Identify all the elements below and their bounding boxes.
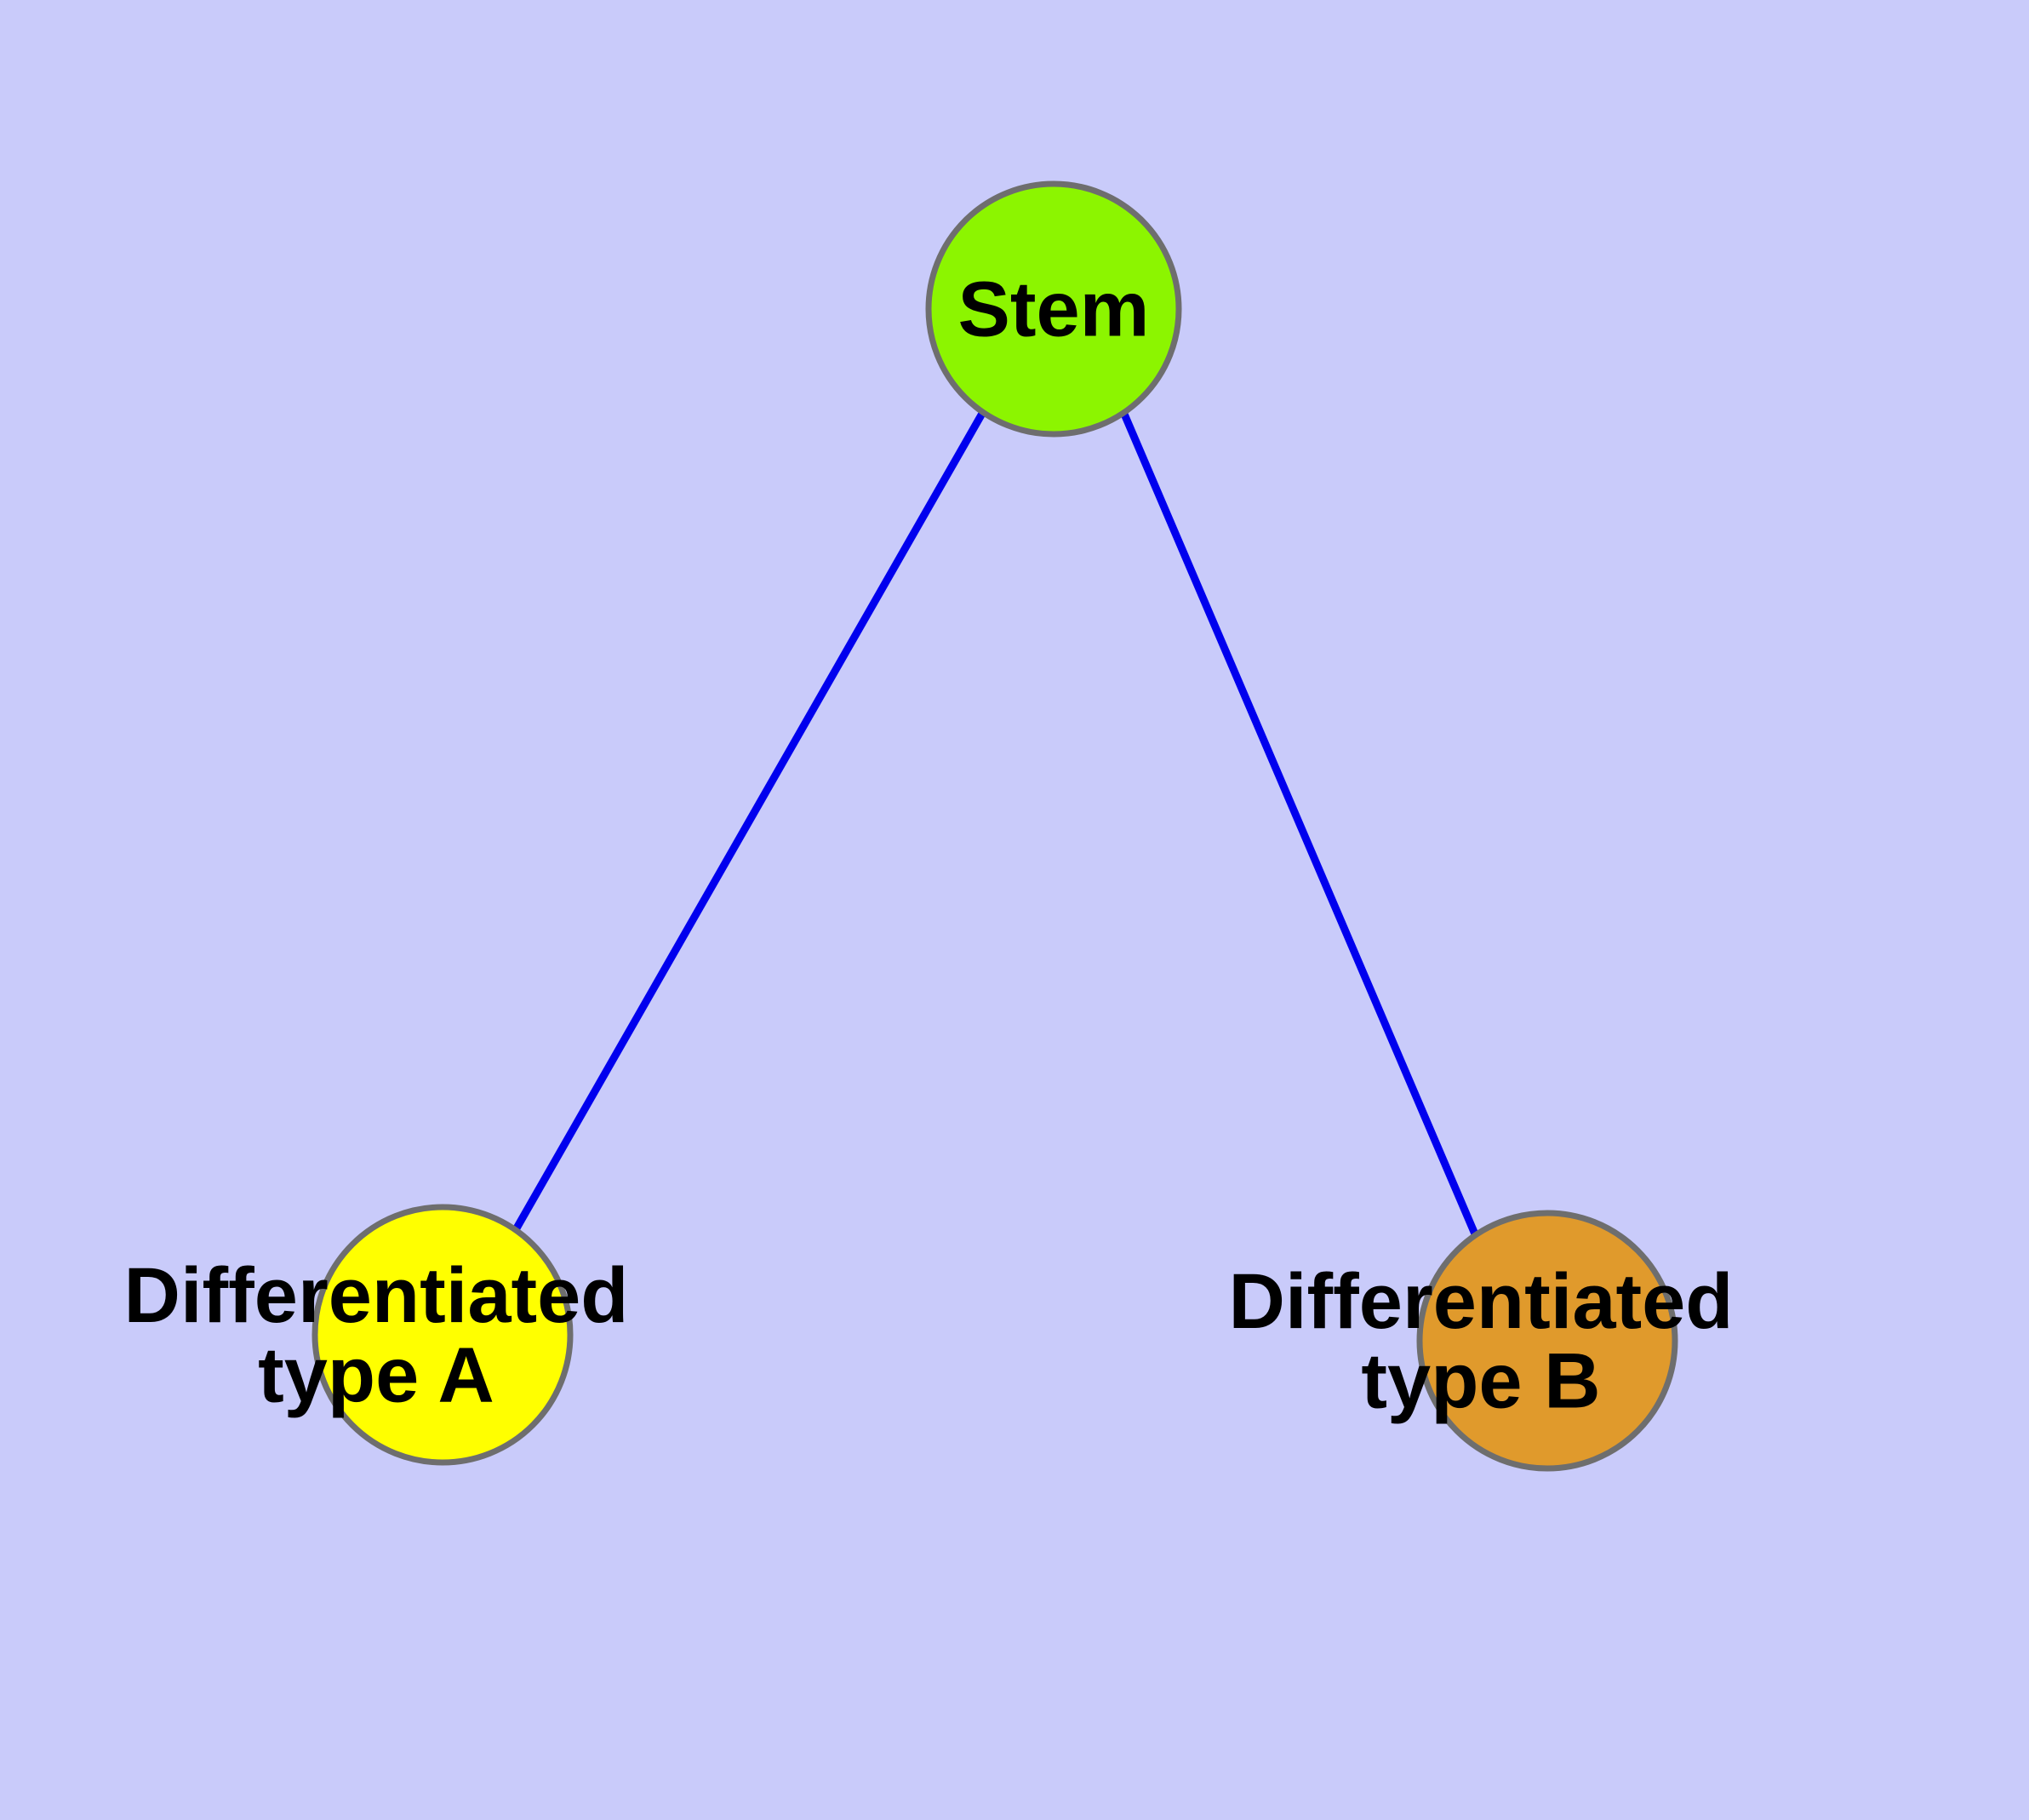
node-label-line: Stem	[958, 266, 1150, 353]
node-circle[interactable]	[311, 1204, 574, 1466]
graph-edge[interactable]	[1119, 410, 1480, 1238]
node-label-line: Differentiated	[1229, 1258, 1734, 1345]
node-label-line: Differentiated	[124, 1252, 629, 1339]
node-label: Stem	[958, 266, 1150, 353]
graph-node[interactable]: Stem	[925, 180, 1182, 438]
node-label-line: type B	[1361, 1338, 1600, 1425]
node-circle[interactable]	[1416, 1210, 1678, 1472]
node-circle[interactable]	[925, 180, 1182, 438]
node-label-line: type A	[258, 1332, 494, 1419]
edges-layer	[511, 409, 1480, 1238]
graph-edge[interactable]	[511, 409, 986, 1235]
